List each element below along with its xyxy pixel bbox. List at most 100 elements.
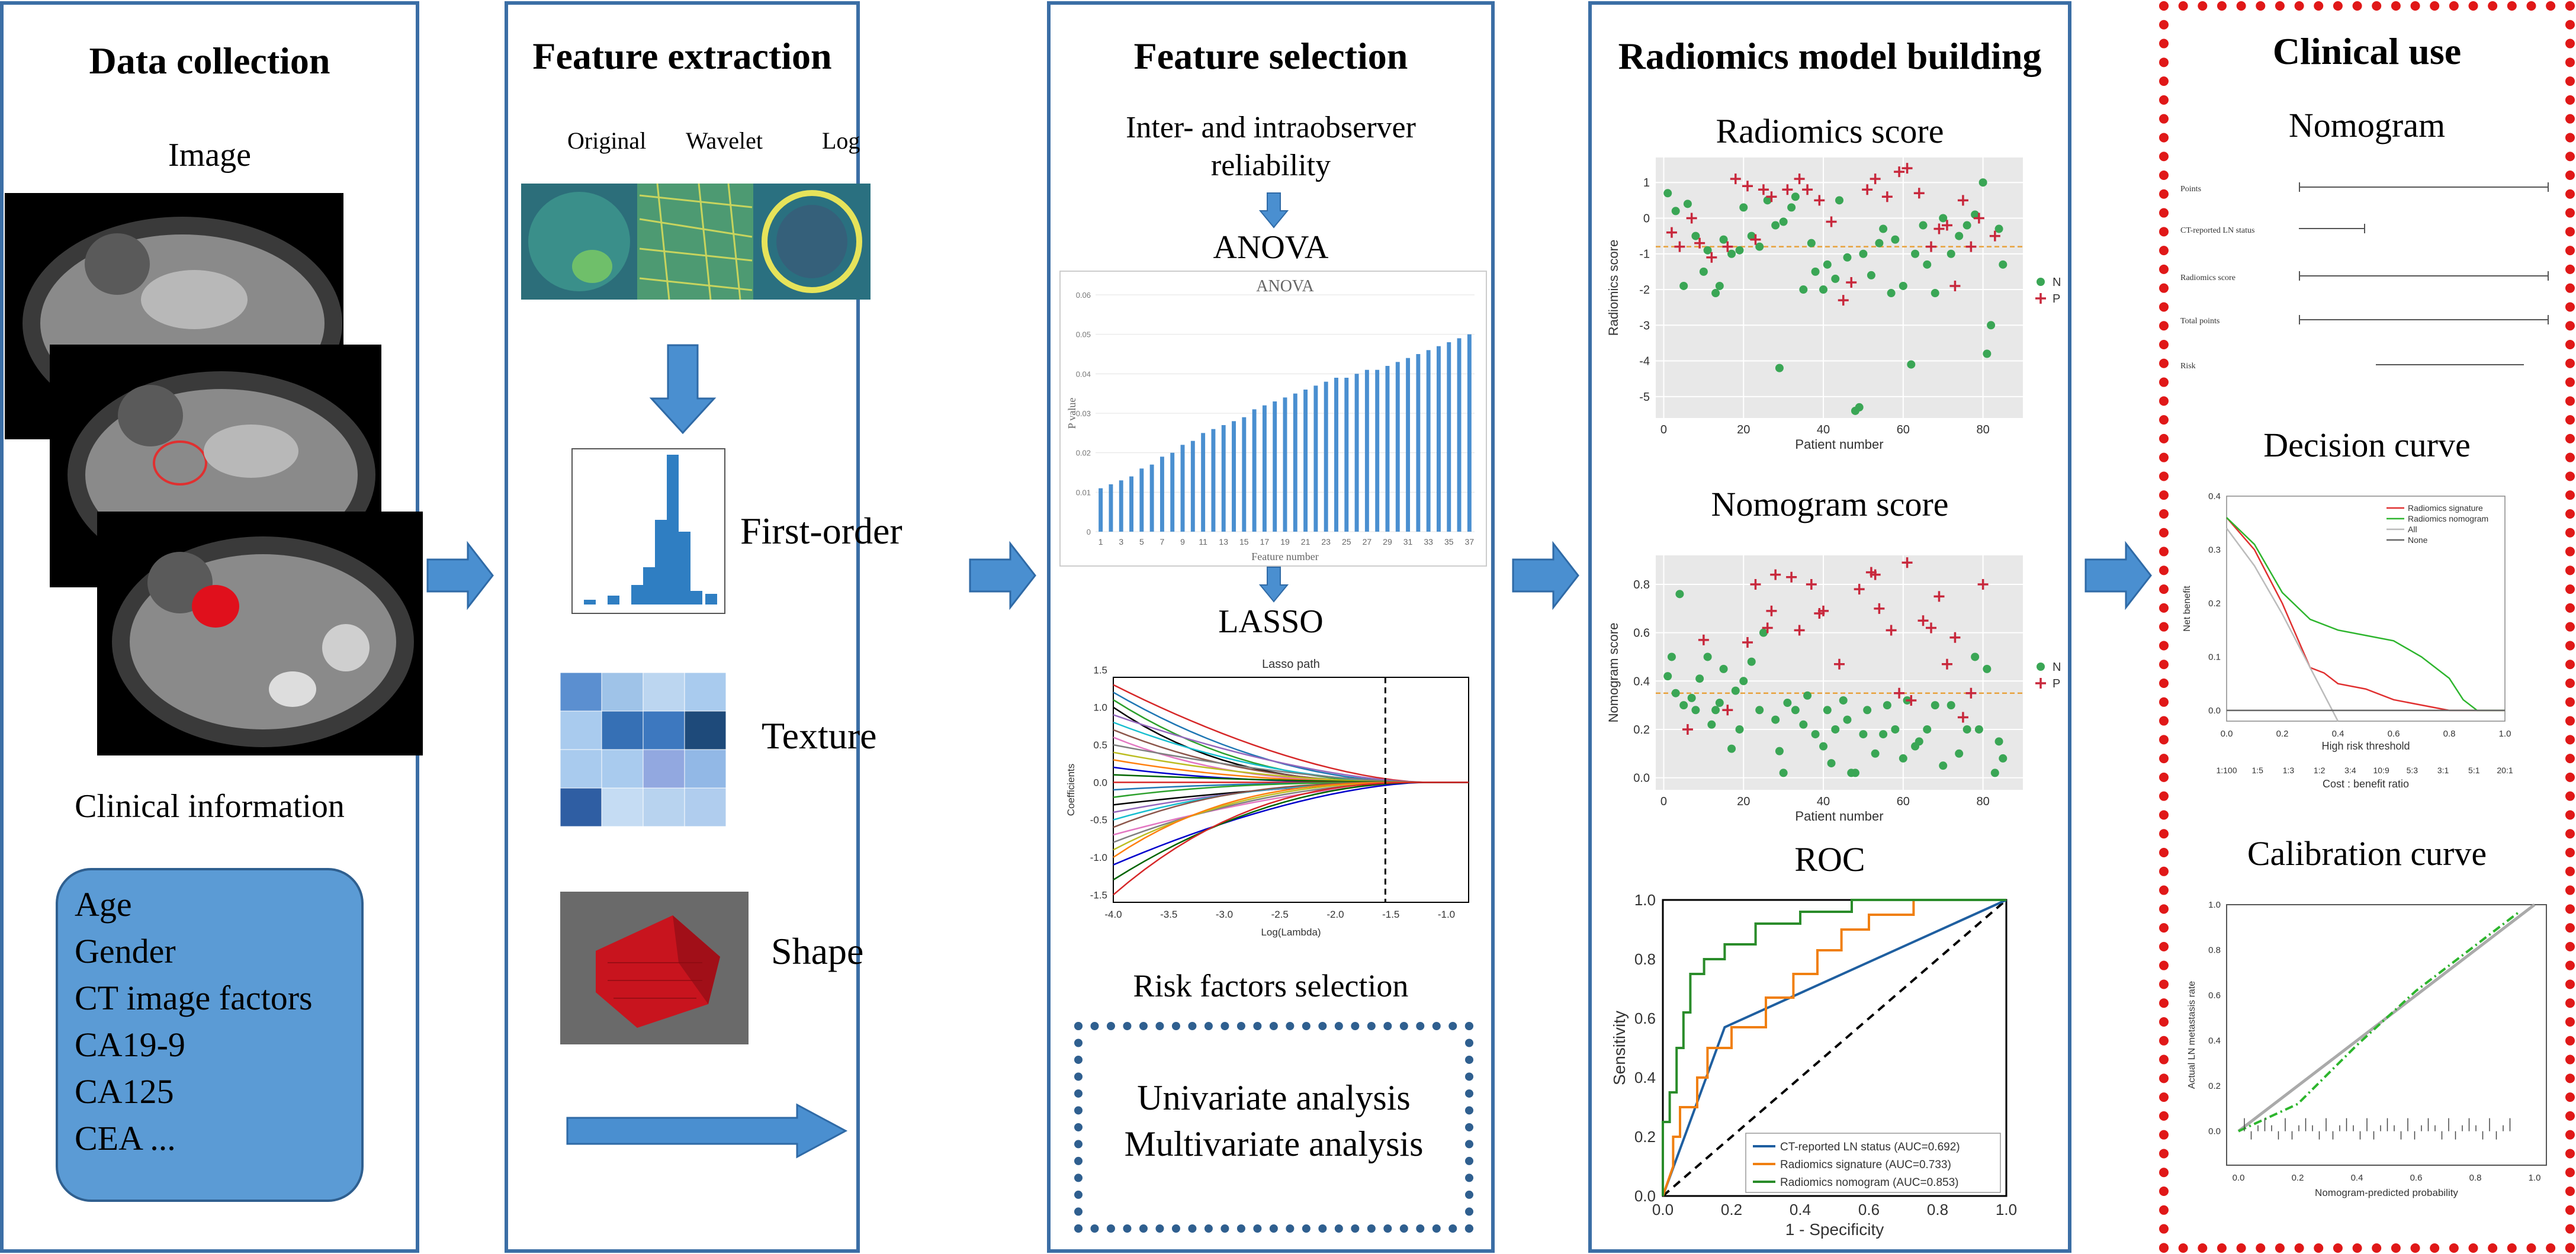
point-n [1679, 281, 1688, 290]
legend-box [1745, 1133, 2001, 1193]
texture-label: Texture [762, 715, 877, 757]
x-tick-label: 0.4 [2332, 729, 2344, 739]
point-p [1894, 687, 1905, 699]
point-n [1923, 725, 1932, 734]
point-p [1906, 694, 1917, 706]
point-p [1989, 230, 2000, 242]
x-tick-label: 0.8 [1927, 1201, 1948, 1218]
bar [1211, 429, 1216, 532]
decision-curve-label: Decision curve [2263, 426, 2471, 464]
y-tick-label: 0.02 [1076, 449, 1091, 458]
point-n [1783, 699, 1792, 708]
plot-area [2226, 904, 2547, 1166]
legend-marker-p [2035, 293, 2046, 304]
point-n [1671, 689, 1680, 697]
bar [1129, 476, 1133, 532]
ct-slice-3 [97, 512, 423, 755]
point-n [1983, 664, 1992, 673]
point-n [1823, 706, 1832, 715]
point-n [1859, 730, 1868, 739]
point-p [1698, 634, 1709, 645]
y-tick-label: 0.0 [1093, 777, 1107, 788]
y-tick-label: 1 [1643, 176, 1650, 189]
clinical-information-label: Clinical information [75, 788, 345, 825]
point-n [1923, 260, 1932, 269]
bar [1180, 445, 1185, 532]
point-n [1883, 701, 1891, 710]
y-tick-label: 0.2 [1633, 724, 1650, 737]
plot-area [2226, 496, 2506, 722]
point-p [1818, 605, 1829, 616]
point-p [1941, 658, 1952, 670]
y-axis-label: Radiomics score [1606, 240, 1621, 336]
point-n [1799, 285, 1808, 294]
point-n [1779, 217, 1788, 226]
point-n [1827, 759, 1836, 768]
bar [1324, 381, 1328, 532]
y-tick-label: 0.0 [1633, 772, 1650, 785]
y-tick-label: 0.3 [2208, 545, 2221, 555]
y-tick-label: -1.0 [1090, 852, 1107, 863]
point-p [1722, 705, 1733, 716]
point-n [1891, 235, 1900, 244]
point-p [1902, 557, 1913, 568]
legend-label: All [2408, 525, 2417, 534]
lasso-label: LASSO [1218, 603, 1324, 640]
point-n [1663, 672, 1672, 681]
point-n [1775, 747, 1784, 755]
point-n [1907, 360, 1916, 369]
x-tick-label: 35 [1444, 537, 1454, 546]
anova-label: ANOVA [1213, 229, 1329, 266]
point-n [1947, 701, 1955, 710]
bar [1416, 354, 1421, 532]
bar [1190, 440, 1195, 532]
y-tick-label: 0.0 [2208, 1127, 2221, 1137]
bar [1406, 358, 1411, 532]
x-tick-label: 15 [1239, 537, 1249, 546]
decision-curve [2225, 528, 2339, 722]
roc-curve [1662, 899, 2006, 1197]
point-p [1758, 184, 1769, 195]
arrow-down-small [1258, 192, 1289, 229]
point-n [1763, 196, 1772, 205]
y-tick-label: -3 [1639, 319, 1650, 332]
x-axis-label: High risk threshold [2321, 740, 2410, 752]
y-tick-label: -2 [1639, 284, 1650, 297]
point-p [1933, 591, 1945, 602]
calibration-curve-label: Calibration curve [2247, 834, 2487, 873]
point-n [1939, 761, 1948, 770]
panel-title: Clinical use [2272, 30, 2462, 72]
point-n [1999, 754, 2008, 763]
y-tick-label: 0.06 [1076, 291, 1091, 300]
svg-text:CT-reported LN status: CT-reported LN status [2180, 226, 2254, 235]
bar [1334, 378, 1338, 532]
bar [1273, 401, 1277, 532]
x-tick-label: 17 [1260, 537, 1270, 546]
point-p [1926, 622, 1936, 634]
y-tick-label: 0.0 [1634, 1187, 1656, 1205]
point-n [1875, 239, 1884, 247]
x-tick-label: 0.0 [2221, 729, 2233, 739]
point-p [1834, 658, 1845, 670]
x2-tick-label: 1:3 [2283, 766, 2295, 775]
x-tick-label: 0.2 [1721, 1201, 1742, 1218]
texture-heatmap-icon [560, 672, 727, 827]
legend-label-p: P [2053, 292, 2060, 306]
point-n [1994, 737, 2003, 746]
y-tick-label: 0.2 [2208, 1081, 2221, 1091]
lasso-path-chart: Lasso path-4.0-3.5-3.0-2.5-2.0-1.5-1.01.… [1065, 658, 1469, 938]
panel-title: Data collection [89, 40, 330, 82]
y-axis-label: Sensitivity [1610, 1011, 1629, 1085]
point-p [1742, 636, 1753, 648]
x-tick-label: 13 [1219, 537, 1228, 546]
y-tick-label: 0.4 [1633, 675, 1650, 688]
x-tick-label: 0.4 [1790, 1201, 1811, 1218]
y-axis-label: P value [1066, 398, 1078, 429]
legend-marker-n [2037, 278, 2045, 286]
point-n [1691, 706, 1700, 715]
x-tick-label: 1.0 [2499, 729, 2511, 739]
point-p [1794, 625, 1805, 636]
